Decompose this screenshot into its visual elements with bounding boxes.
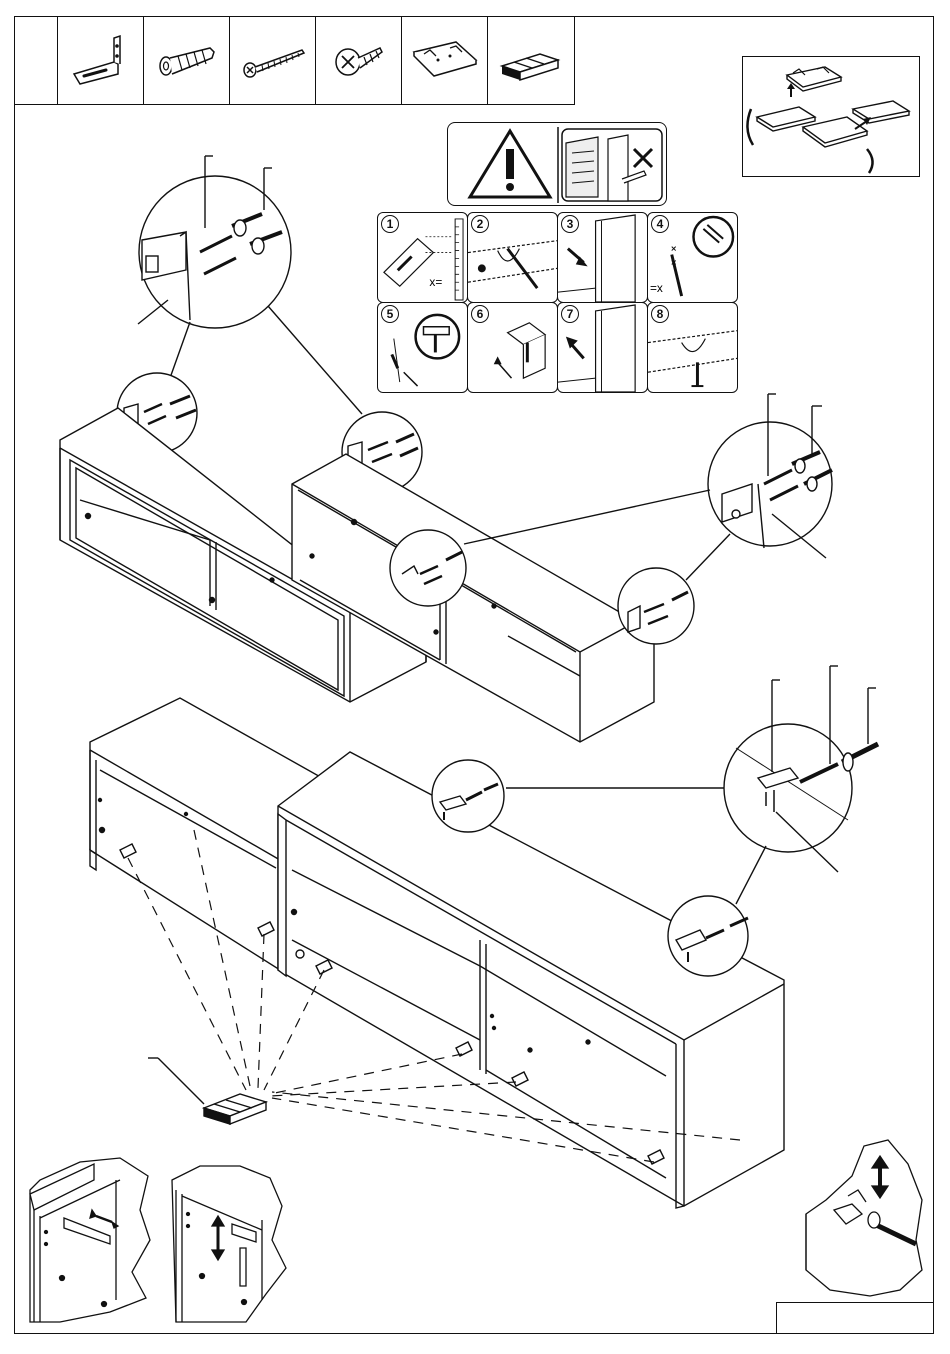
hinge-adjustment-detail	[806, 1140, 922, 1296]
adjustment-detail-right	[172, 1166, 286, 1322]
rail-detail-small-2	[668, 896, 748, 976]
bracket-detail-small-3	[390, 530, 466, 606]
sideboard-right	[278, 752, 784, 1208]
adjustment-detail-left	[30, 1158, 150, 1322]
wall-mount-detail-circle-right	[708, 394, 832, 558]
spacer-block	[148, 1058, 266, 1124]
page-corner-tab	[776, 1302, 934, 1334]
wall-mount-detail-circle	[138, 156, 291, 328]
rail-detail-small-1	[432, 760, 504, 832]
rail-detail-large	[724, 666, 878, 872]
bracket-detail-small-4	[618, 568, 694, 644]
